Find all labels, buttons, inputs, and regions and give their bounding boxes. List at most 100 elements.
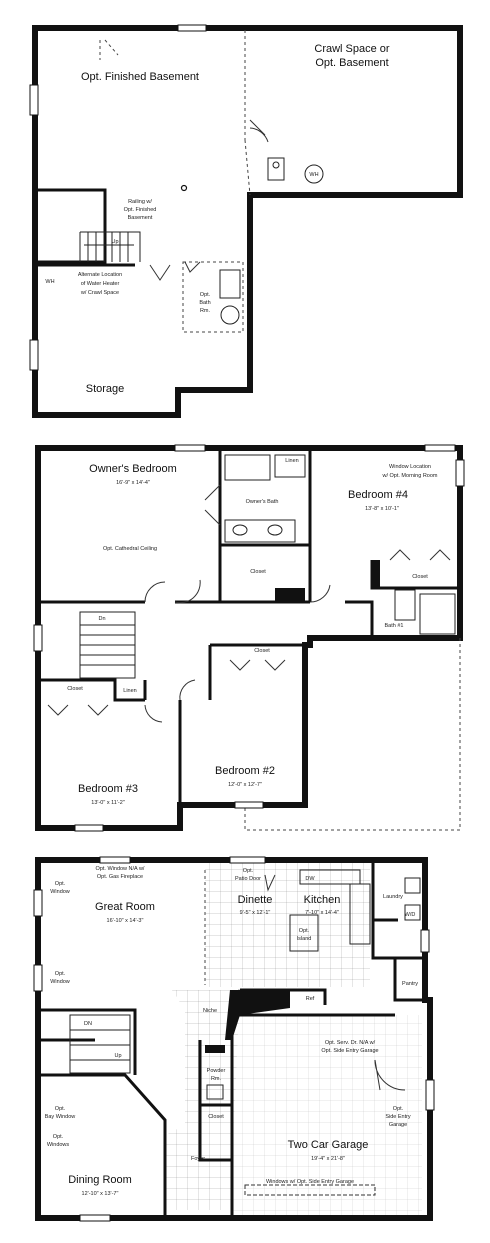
opt-window-b-label-1: Opt. (55, 971, 66, 977)
crawl-space-label-1: Crawl Space or (314, 43, 390, 55)
wall-mass-block (225, 990, 290, 1040)
niche-label: Niche (203, 1008, 217, 1014)
opt-window-b-label-2: Window (50, 979, 70, 985)
alt-wh-label-2: of Water Heater (81, 281, 120, 287)
alt-wh-tag: WH (45, 279, 54, 285)
closet-hall-label: Closet (254, 648, 270, 654)
upper-windows (33, 444, 465, 832)
opt-side-label-2: Side Entry (385, 1114, 411, 1120)
furnace-icon (267, 157, 285, 181)
bedroom3-wall (38, 678, 145, 702)
opt-island-label-2: Island (297, 936, 312, 942)
opt-island-label-1: Opt. (299, 928, 310, 934)
bedroom2-size: 12'-0" x 12'-7" (228, 782, 262, 788)
basement-up-label: Up (111, 239, 118, 245)
opt-serv-label-1: Opt. Serv. Dr. N/A w/ (325, 1040, 376, 1046)
powder-label-2: Rm. (211, 1076, 222, 1082)
dinette-label: Dinette (238, 894, 273, 906)
closet-b3-label: Closet (67, 686, 83, 692)
windows-side-label: Windows w/ Opt. Side Entry Garage (266, 1179, 354, 1185)
wd-label: W/D (405, 912, 416, 918)
opt-bath-label-3: Rm. (200, 308, 211, 314)
bedroom3-size: 13'-0" x 11'-2" (91, 800, 124, 806)
bath1-label: Bath #1 (385, 623, 404, 629)
pantry-label: Pantry (402, 981, 418, 987)
opt-side-label-3: Garage (389, 1122, 407, 1128)
powder-closet-area (198, 1040, 232, 1162)
kitchen-size: 7'-10" x 14'-4" (305, 910, 339, 916)
dining-room-wall (38, 1073, 167, 1218)
crawl-space-boundary (244, 30, 251, 196)
owners-bath-label: Owner's Bath (246, 499, 279, 505)
upper-stairs (79, 611, 136, 679)
opt-bath-label-1: Opt. (200, 292, 211, 298)
alt-wh-label-3: w/ Crawl Space (80, 290, 119, 296)
linen-hall-label: Linen (123, 688, 136, 694)
alt-wh-label-1: Alternate Location (78, 272, 122, 278)
ref-label: Ref (306, 996, 315, 1002)
main-floor-plan: Opt. Window N/A w/ Opt. Gas Fireplace Op… (33, 856, 435, 1222)
window-location-label-1: Window Location (389, 464, 431, 470)
opt-patio-label-1: Opt. (243, 868, 254, 874)
two-car-garage-label: Two Car Garage (288, 1139, 369, 1151)
dining-room-size: 12'-10" x 13'-7" (82, 1191, 119, 1197)
closet-b4-label: Closet (412, 574, 428, 580)
crawl-door-icon (249, 119, 269, 143)
opt-side-label-1: Opt. (393, 1106, 404, 1112)
kitchen-label: Kitchen (304, 894, 341, 906)
closet-owner-label: Closet (250, 569, 266, 575)
cathedral-label: Opt. Cathedral Ceiling (103, 546, 157, 552)
main-up-label: Up (114, 1053, 121, 1059)
dinette-size: 9'-5" x 12'-1" (240, 910, 271, 916)
railing-label-1: Railing w/ (128, 199, 152, 205)
upper-dn-label: Dn (98, 616, 105, 622)
laundry-area (371, 862, 425, 1002)
opt-window-fp-label-2: Opt. Gas Fireplace (97, 874, 143, 880)
bedroom4-label: Bedroom #4 (348, 489, 408, 501)
wh-label: WH (309, 172, 318, 178)
powder-label-1: Powder (207, 1068, 226, 1074)
kitchen-tile-floor (205, 862, 370, 987)
bedroom2-label: Bedroom #2 (215, 765, 275, 777)
main-outer-wall (35, 857, 433, 1221)
storage-label: Storage (86, 383, 125, 395)
bedroom4-area (345, 549, 460, 638)
dw-label: DW (305, 876, 315, 882)
opt-finished-basement-label: Opt. Finished Basement (81, 71, 199, 83)
opt-windows-label-2: Windows (47, 1142, 70, 1148)
opt-bay-label-1: Opt. (55, 1106, 66, 1112)
opt-patio-label-2: Patio Door (235, 876, 261, 882)
railing-label-3: Basement (128, 215, 153, 221)
opt-serv-label-2: Opt. Side Entry Garage (321, 1048, 378, 1054)
opt-bath-room (149, 261, 244, 333)
owners-bedroom-walls (38, 448, 312, 604)
upper-floor-plan: Owner's Bedroom 16'-9" x 14'-4" Linen Ow… (33, 444, 465, 832)
chase-block (275, 588, 305, 602)
bedroom4-size: 13'-8" x 10'-1" (365, 506, 399, 512)
garage-size: 19'-4" x 21'-8" (311, 1156, 345, 1162)
crawl-space-label-2: Opt. Basement (315, 57, 388, 69)
main-stairs (69, 1014, 131, 1074)
window-location-label-2: w/ Opt. Morning Room (381, 473, 437, 479)
laundry-label: Laundry (383, 894, 403, 900)
garage-door-arc-icon (374, 1059, 406, 1091)
opt-bay-label-2: Bay Window (45, 1114, 76, 1120)
closet-label: Closet (208, 1114, 224, 1120)
railing-label-2: Opt. Finished (124, 207, 157, 213)
opt-windows-label-1: Opt. (53, 1134, 64, 1140)
opt-window-a-label-2: Window (50, 889, 70, 895)
basement-plan: Opt. Finished Basement Crawl Space or Op… (29, 24, 463, 418)
owners-bedroom-size: 16'-9" x 14'-4" (116, 480, 150, 486)
linen-top-label: Linen (285, 458, 298, 464)
basement-outer-wall (32, 25, 463, 418)
foyer-label: Foyer (191, 1156, 205, 1162)
opt-bath-label-2: Bath (199, 300, 210, 306)
bedroom3-label: Bedroom #3 (78, 783, 138, 795)
opt-window-fp-label-1: Opt. Window N/A w/ (96, 866, 145, 872)
kitchen-fixtures (264, 869, 371, 952)
opt-window-a-label-1: Opt. (55, 881, 66, 887)
main-dn-label: DN (84, 1021, 92, 1027)
dining-room-label: Dining Room (68, 1174, 132, 1186)
main-windows (33, 856, 435, 1222)
